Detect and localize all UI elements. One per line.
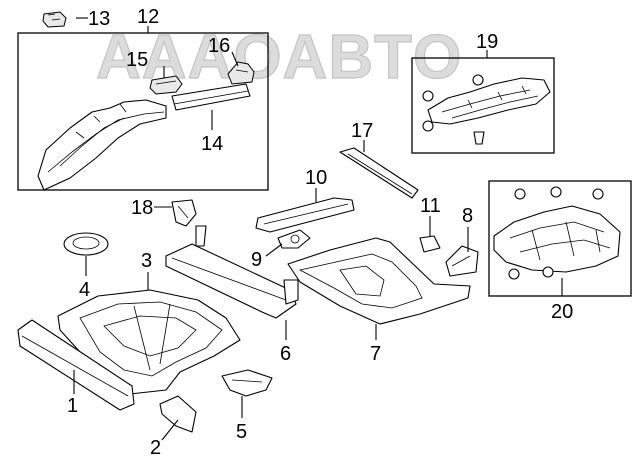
part-18-bracket bbox=[171, 199, 197, 227]
callout-16: 16 bbox=[208, 35, 230, 57]
callout-8: 8 bbox=[462, 205, 473, 227]
part-8-bracket bbox=[445, 245, 479, 277]
leader-lines bbox=[73, 17, 563, 441]
callout-7: 7 bbox=[370, 343, 381, 365]
part-7-floor-pan bbox=[287, 237, 471, 325]
callout-14: 14 bbox=[201, 133, 223, 155]
part-1-sill bbox=[17, 319, 135, 411]
callout-5: 5 bbox=[236, 421, 247, 443]
callout-11: 11 bbox=[420, 195, 441, 217]
callout-4: 4 bbox=[79, 279, 90, 301]
callouts: 13 12 15 16 14 19 17 10 18 11 8 9 4 3 6 … bbox=[67, 6, 573, 459]
callout-18: 18 bbox=[131, 197, 153, 219]
part-9-bracket bbox=[277, 229, 311, 249]
part-5-bracket bbox=[221, 369, 273, 397]
callout-6: 6 bbox=[280, 343, 291, 365]
part-13-clip bbox=[42, 11, 67, 28]
part-16-gusset bbox=[227, 61, 255, 85]
callout-3: 3 bbox=[141, 250, 152, 272]
callout-12: 12 bbox=[137, 6, 159, 28]
callout-19: 19 bbox=[476, 31, 498, 53]
callout-10: 10 bbox=[305, 167, 327, 189]
part-12-side-member bbox=[37, 99, 167, 191]
part-15-bracket bbox=[149, 75, 183, 95]
part-6-crossmember bbox=[165, 225, 299, 319]
callout-20: 20 bbox=[551, 301, 573, 323]
part-11-clip bbox=[419, 235, 441, 253]
callout-9: 9 bbox=[251, 249, 262, 271]
callout-13: 13 bbox=[88, 8, 110, 30]
callout-2: 2 bbox=[150, 437, 161, 459]
part-17-rail bbox=[339, 147, 419, 199]
callout-1: 1 bbox=[67, 395, 78, 417]
part-14-rail bbox=[171, 83, 251, 111]
part-20-cover bbox=[493, 186, 621, 280]
part-19-cover bbox=[422, 74, 551, 145]
callout-15: 15 bbox=[126, 49, 148, 71]
part-4-plug bbox=[63, 232, 109, 256]
group-box-20 bbox=[488, 180, 632, 297]
callout-17: 17 bbox=[351, 120, 373, 142]
group-box-19 bbox=[411, 57, 555, 154]
part-2-bracket bbox=[159, 395, 197, 433]
group-box-12 bbox=[17, 32, 269, 191]
part-10-crossmember bbox=[255, 197, 355, 233]
